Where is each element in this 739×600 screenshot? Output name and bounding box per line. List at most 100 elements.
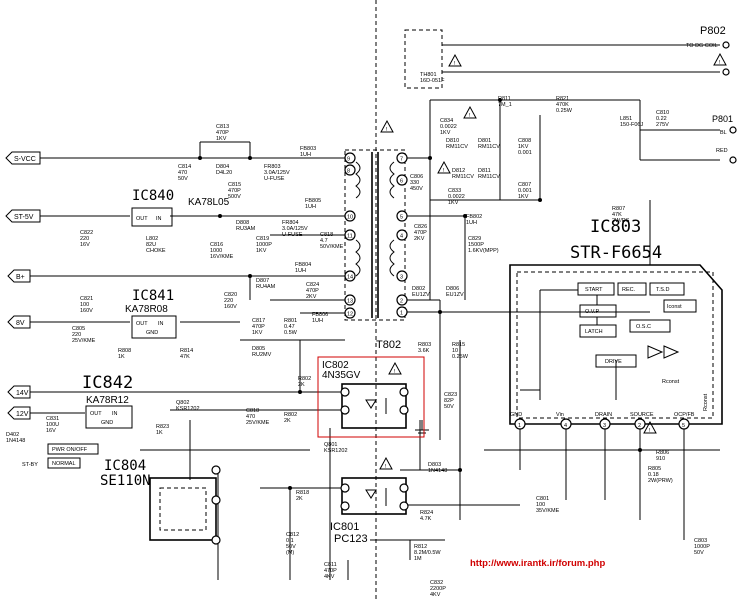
rail-label: 12V bbox=[16, 411, 29, 418]
component-ref: D802 bbox=[412, 286, 425, 292]
warning-triangle-icon: ! bbox=[643, 420, 657, 434]
component-ref: C831 bbox=[46, 416, 59, 422]
component-value: 7M_1 bbox=[498, 102, 512, 108]
connector-p802: P802 TO DG COIL bbox=[686, 25, 730, 76]
component-ref: C817 bbox=[252, 318, 265, 324]
transformer-pin: 7 bbox=[396, 152, 408, 164]
component-value: 50V bbox=[444, 404, 454, 410]
component-value: 1000P bbox=[256, 242, 272, 248]
component-ref: L802 bbox=[146, 236, 158, 242]
component-ref: R824 bbox=[420, 510, 433, 516]
component-value: 16V/KME bbox=[210, 254, 234, 260]
component-value: 3.6K bbox=[418, 348, 430, 354]
component-ref: D812 bbox=[452, 168, 465, 174]
component-value: 0.25W bbox=[556, 108, 573, 114]
ic841-regulator: IC841 KA78R08 OUT IN GND bbox=[125, 288, 177, 339]
component-value: 1KV bbox=[518, 194, 529, 200]
component-value: 1UH bbox=[312, 318, 323, 324]
component-value: 1000P bbox=[694, 544, 710, 550]
component-ref: FB802 bbox=[466, 214, 482, 220]
svg-text:P801: P801 bbox=[712, 114, 733, 124]
component-ref: C814 bbox=[178, 164, 191, 170]
component-value: 470P bbox=[216, 130, 229, 136]
component-value: 470P bbox=[306, 288, 319, 294]
component-value: 220 bbox=[224, 298, 233, 304]
svg-text:!: ! bbox=[469, 113, 471, 119]
rail-labels: S-VCC ST-5V B+ 8V 14V 12V bbox=[5, 151, 41, 420]
component-value: 0.0022 bbox=[440, 124, 457, 130]
svg-text:!: ! bbox=[385, 464, 387, 470]
pin-number: 10 bbox=[347, 215, 353, 221]
component-value: 3.0A/125V bbox=[282, 226, 308, 232]
transformer-pin: 3 bbox=[396, 270, 408, 282]
transformer-pin: 8 bbox=[344, 164, 356, 176]
watermark-url: http://www.irantk.ir/forum.php bbox=[470, 558, 605, 569]
component-value: RU4AM bbox=[256, 284, 276, 290]
component-value: 450V bbox=[410, 186, 423, 192]
warning-icons: ! ! ! ! ! ! ! ! bbox=[379, 52, 727, 470]
component-value: D4L20 bbox=[216, 170, 232, 176]
component-value: 50V bbox=[694, 550, 704, 556]
component-value: 0.5W bbox=[284, 330, 298, 336]
svg-text:!: ! bbox=[443, 168, 445, 174]
component-value: RU3AM bbox=[236, 226, 256, 232]
component-value: U-FUSE bbox=[282, 232, 303, 238]
component-value: 1UH bbox=[295, 268, 306, 274]
component-value: 1M bbox=[414, 556, 422, 562]
component-value: 150-F06J bbox=[620, 122, 643, 128]
component-value: 1K bbox=[118, 354, 125, 360]
component-ref: C807 bbox=[518, 182, 531, 188]
ic802-optocoupler: IC802 4N35GV bbox=[317, 356, 425, 438]
component-value: 2W(PRW) bbox=[648, 478, 673, 484]
warning-triangle-icon: ! bbox=[437, 160, 451, 174]
component-ref: C832 bbox=[430, 580, 443, 586]
component-value: 0.001 bbox=[518, 150, 532, 156]
component-value: 2KV bbox=[306, 294, 317, 300]
svg-text:IN: IN bbox=[156, 216, 162, 222]
component-ref: D807 bbox=[256, 278, 269, 284]
component-ref: R808 bbox=[118, 348, 131, 354]
component-value: 470P bbox=[228, 188, 241, 194]
component-value: 1KV bbox=[440, 130, 451, 136]
component-ref: FR803 bbox=[264, 164, 281, 170]
component-ref: C813 bbox=[216, 124, 229, 130]
svg-text:IC803: IC803 bbox=[590, 217, 641, 237]
component-ref: D804 bbox=[216, 164, 229, 170]
pin-number: 2 bbox=[400, 299, 403, 305]
component-value: 16D-051F bbox=[420, 78, 445, 84]
svg-text:REC.: REC. bbox=[622, 287, 636, 293]
ic801-optocoupler: IC801 PC123 bbox=[330, 477, 409, 545]
transformer-pin: 14 bbox=[344, 270, 356, 282]
svg-text:RED: RED bbox=[716, 148, 728, 154]
component-ref: C829 bbox=[468, 236, 481, 242]
component-value: 25V/KME bbox=[72, 338, 96, 344]
component-ref: C826 bbox=[414, 224, 427, 230]
svg-text:!: ! bbox=[719, 60, 721, 66]
component-value: 470P bbox=[414, 230, 427, 236]
component-value: 1KV bbox=[216, 136, 227, 142]
rail-label: 8V bbox=[16, 320, 25, 327]
svg-text:IC804: IC804 bbox=[104, 458, 146, 474]
svg-text:KA78R08: KA78R08 bbox=[125, 304, 168, 315]
svg-text:4N35GV: 4N35GV bbox=[322, 370, 361, 381]
component-ref: C811 bbox=[324, 562, 337, 568]
